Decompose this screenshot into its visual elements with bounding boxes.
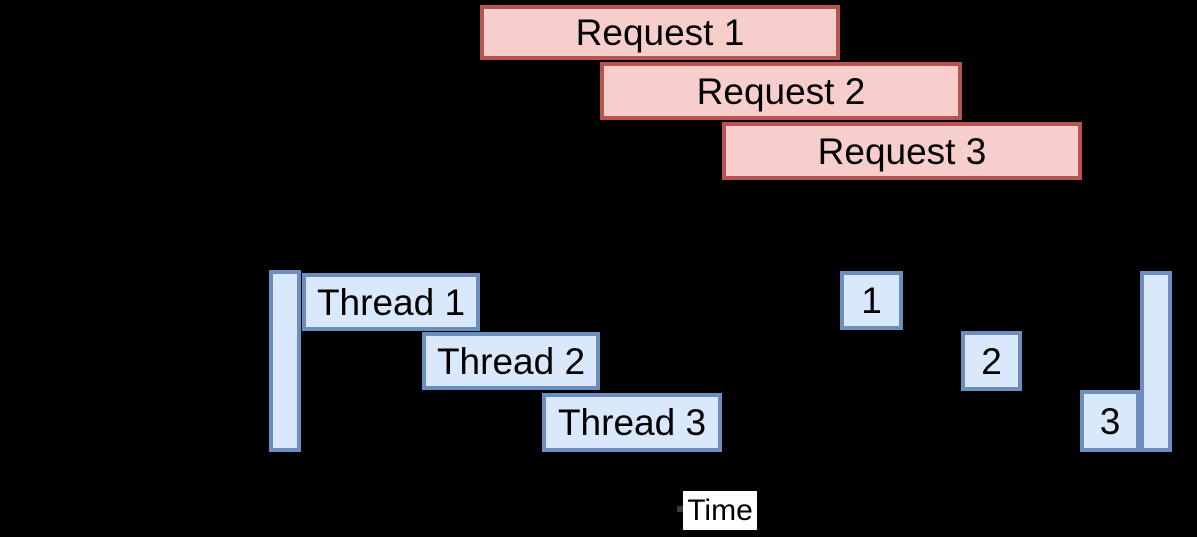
thread-3-label: Thread 3 — [557, 402, 707, 443]
request-1-label: Request 1 — [575, 12, 745, 53]
completion-3-box: 3 — [1080, 390, 1140, 452]
time-axis-label-text: Time — [687, 493, 753, 527]
completion-1-label: 1 — [861, 280, 882, 321]
right-rail-bar — [1140, 271, 1172, 452]
time-axis-label: Time — [683, 491, 757, 530]
time-axis-line-stub — [677, 506, 684, 512]
thread-2-bar: Thread 2 — [422, 332, 600, 390]
completion-2-box: 2 — [961, 331, 1022, 391]
request-3-label: Request 3 — [817, 130, 987, 172]
left-rail-bar — [269, 270, 301, 452]
thread-1-bar: Thread 1 — [302, 273, 480, 331]
request-1-bar: Request 1 — [480, 5, 840, 60]
request-2-bar: Request 2 — [600, 62, 962, 120]
completion-1-box: 1 — [840, 271, 903, 330]
request-3-bar: Request 3 — [722, 122, 1082, 180]
completion-2-label: 2 — [981, 340, 1002, 382]
thread-3-bar: Thread 3 — [542, 393, 722, 452]
completion-3-label: 3 — [1099, 400, 1121, 442]
thread-2-label: Thread 2 — [436, 340, 586, 382]
request-2-label: Request 2 — [696, 70, 866, 112]
thread-1-label: Thread 1 — [316, 281, 466, 323]
